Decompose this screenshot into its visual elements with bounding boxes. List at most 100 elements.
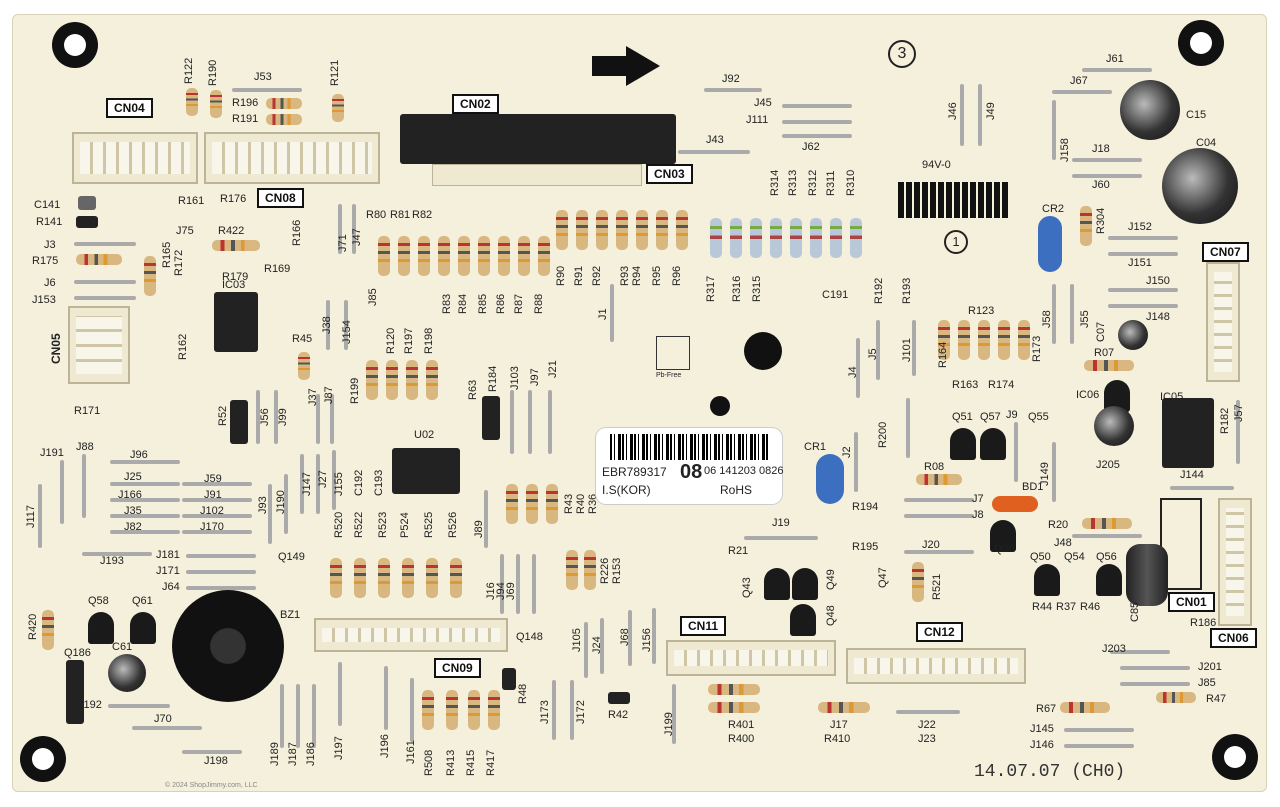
silk-j60: J60 bbox=[1092, 179, 1110, 191]
jumper-j9 bbox=[1014, 422, 1018, 482]
silk-j149: J149 bbox=[1039, 462, 1051, 486]
silk-j56: J56 bbox=[259, 408, 271, 426]
jumper-j46 bbox=[960, 84, 964, 146]
jumper-j192 bbox=[108, 704, 170, 708]
silk-r190: R190 bbox=[207, 59, 219, 86]
resistor-r190 bbox=[210, 90, 222, 118]
mounting-hole-top-right bbox=[1178, 20, 1224, 66]
silk-j22: J22 bbox=[918, 719, 936, 731]
silk-r165: R165 bbox=[161, 241, 173, 268]
resistor-r175 bbox=[76, 254, 122, 265]
silk-j155: J155 bbox=[333, 472, 345, 496]
jumper-j16 bbox=[500, 554, 504, 614]
silk-q148: Q148 bbox=[516, 631, 543, 643]
silk-r46: R46 bbox=[1080, 601, 1101, 613]
connector-label-cn01: CN01 bbox=[1168, 592, 1215, 612]
sticker-part-number: EBR789317 bbox=[602, 465, 667, 479]
silk-q58: Q58 bbox=[88, 595, 109, 607]
jumper-j144 bbox=[1170, 486, 1234, 490]
silk-j48: J48 bbox=[1054, 537, 1072, 549]
silk-j87: J87 bbox=[323, 386, 335, 404]
silk-r96: R96 bbox=[671, 265, 683, 286]
silk-j148: J148 bbox=[1146, 311, 1170, 323]
sticker-serial: 06 141203 0826 bbox=[704, 465, 784, 477]
jumper-j6 bbox=[74, 280, 136, 284]
silk-r173: R173 bbox=[1031, 335, 1043, 362]
jumper-j111 bbox=[782, 120, 852, 124]
silk-q56: Q56 bbox=[1096, 551, 1117, 563]
resistor-r165 bbox=[144, 256, 156, 296]
silk-j53: J53 bbox=[254, 71, 272, 83]
silk-r171: R171 bbox=[74, 405, 101, 417]
silk-r172: R172 bbox=[173, 249, 185, 276]
silk-j156: J156 bbox=[641, 628, 653, 652]
jumper-j94 bbox=[516, 554, 520, 614]
jumper-j198 bbox=[182, 750, 242, 754]
jumper-j70 bbox=[132, 726, 202, 730]
silk-r82: R82 bbox=[412, 209, 433, 221]
silk-j203: J203 bbox=[1102, 643, 1126, 655]
silk-q51: Q51 bbox=[952, 411, 973, 423]
jumper-j148 bbox=[1108, 304, 1178, 308]
jumper-j150 bbox=[1108, 288, 1178, 292]
silk-q149: Q149 bbox=[278, 551, 305, 563]
silk-r192: R192 bbox=[873, 277, 885, 304]
connector-cn12 bbox=[846, 648, 1026, 684]
ic-ic03 bbox=[214, 292, 258, 352]
transistor-q51 bbox=[950, 428, 976, 460]
silk-q50: Q50 bbox=[1030, 551, 1051, 563]
diode-cr2 bbox=[1038, 216, 1062, 272]
silk-j85b: J85 bbox=[1198, 677, 1216, 689]
silk-r63: R63 bbox=[467, 379, 479, 400]
silk-q55: Q55 bbox=[1028, 411, 1049, 423]
jumper-j82 bbox=[110, 530, 180, 534]
jumper-j153 bbox=[74, 296, 136, 300]
silk-r196: R196 bbox=[232, 97, 259, 109]
silk-r161: R161 bbox=[178, 195, 205, 207]
jumper-j152 bbox=[1108, 236, 1178, 240]
circle-mark-3: 3 bbox=[888, 40, 916, 68]
connector-cn02 bbox=[400, 114, 676, 164]
jumper-j158 bbox=[1052, 100, 1056, 160]
silk-r47: R47 bbox=[1206, 693, 1227, 705]
jumper-j173 bbox=[552, 680, 556, 740]
silk-r94: R94 bbox=[631, 265, 643, 286]
jumper-j58 bbox=[1052, 284, 1056, 344]
connector-cn01 bbox=[1160, 498, 1202, 590]
silk-r413: R413 bbox=[445, 749, 457, 776]
resistor-r401 bbox=[708, 684, 760, 695]
silk-r90: R90 bbox=[555, 265, 567, 286]
silk-r162: R162 bbox=[177, 333, 189, 360]
silk-r174: R174 bbox=[988, 379, 1015, 391]
transistor-q20 bbox=[990, 520, 1016, 552]
transistor-q58 bbox=[88, 612, 114, 644]
ic-u02 bbox=[392, 448, 460, 494]
jumper-j5 bbox=[876, 320, 880, 380]
silk-j147: J147 bbox=[301, 472, 313, 496]
silk-j82: J82 bbox=[124, 521, 142, 533]
jumper-j21 bbox=[548, 390, 552, 454]
silk-r164: R164 bbox=[937, 341, 949, 368]
silk-r83: R83 bbox=[441, 293, 453, 314]
silk-j101: J101 bbox=[901, 338, 913, 362]
connector-cn09 bbox=[314, 618, 508, 652]
component-r48 bbox=[502, 668, 516, 690]
jumper-j181 bbox=[186, 554, 256, 558]
silk-r80: R80 bbox=[366, 209, 387, 221]
capacitor-c04 bbox=[1162, 148, 1238, 224]
silk-q43: Q43 bbox=[741, 577, 753, 598]
resistor-r08 bbox=[916, 474, 962, 485]
silk-j70: J70 bbox=[154, 713, 172, 725]
silk-r120: R120 bbox=[385, 327, 397, 354]
silk-c61: C61 bbox=[112, 641, 133, 653]
silk-j103: J103 bbox=[509, 366, 521, 390]
silk-j1: J1 bbox=[597, 308, 609, 320]
transistor-q61 bbox=[130, 612, 156, 644]
jumper-j161 bbox=[410, 678, 414, 742]
silk-r312: R312 bbox=[807, 169, 819, 196]
silk-r44: R44 bbox=[1032, 601, 1053, 613]
silk-r508: R508 bbox=[423, 749, 435, 776]
jumper-j61 bbox=[1082, 68, 1152, 72]
jumper-j193 bbox=[82, 552, 152, 556]
connector-cn07 bbox=[1206, 262, 1240, 382]
